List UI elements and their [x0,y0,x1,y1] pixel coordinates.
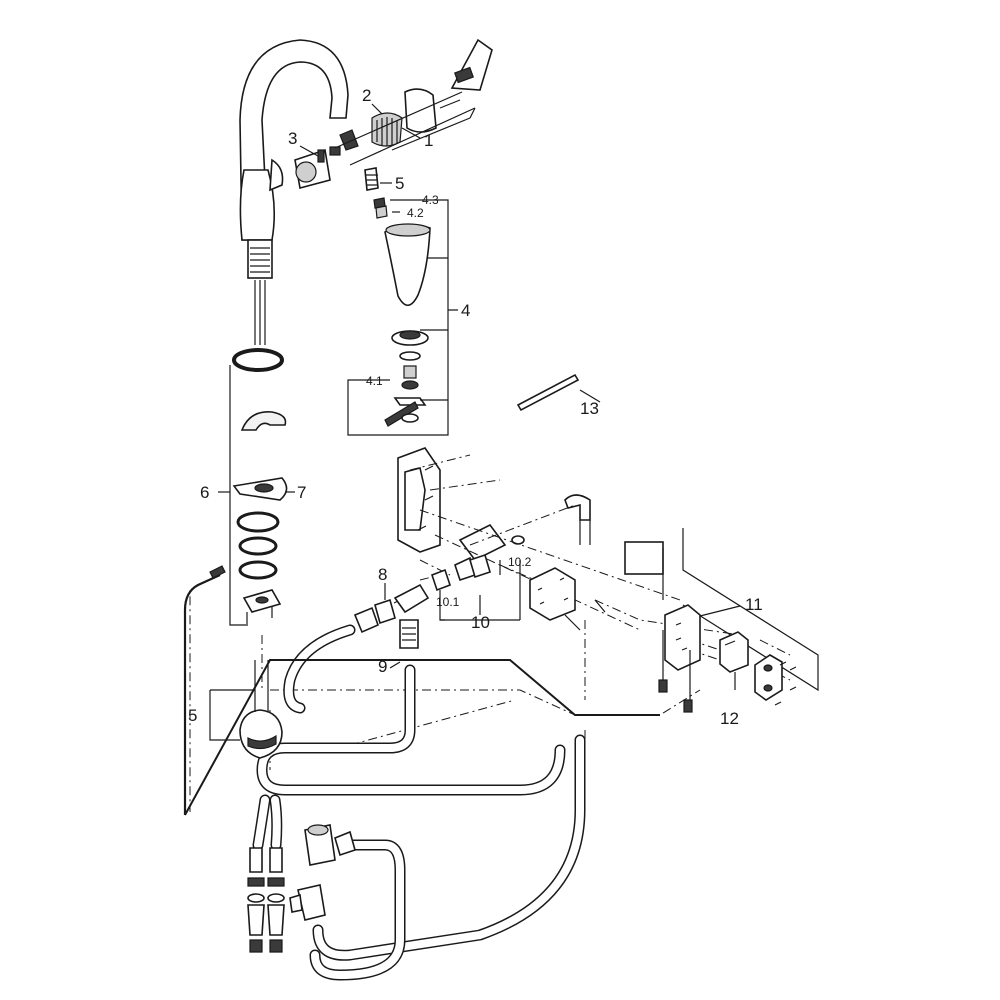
half-ring [240,411,287,431]
bracket-4 [347,199,449,436]
faucet-body [239,39,349,345]
long-cable [184,659,660,816]
callout-5-top: 5 [395,174,404,193]
check-valve-nut [334,830,356,857]
sticker-pad [624,541,664,575]
aerator-small [399,351,421,361]
controller-screws [564,599,606,631]
leader-13 [579,389,601,403]
pin-tool [516,373,580,412]
bracket-10 [440,560,521,621]
spray-head-top [385,223,431,237]
callout-9: 9 [378,657,387,676]
valve-block [458,523,507,562]
aerator-insert [403,365,417,379]
callout-4-2: 4.2 [407,206,424,220]
clamp-hole [254,483,274,493]
mounting-plate-hole [255,596,269,604]
callout-2: 2 [362,86,371,105]
callout-12: 12 [720,709,739,728]
fitting-5 [364,167,379,191]
wall-plate [754,654,783,701]
elbow-fitting [564,494,591,521]
callout-labels: 1 2 3 4 4.1 4.2 4.3 5 5 6 7 8 9 10 10.1 … [188,86,763,728]
spray-head [384,224,431,307]
callout-11: 11 [745,595,763,614]
mounting-screws [246,606,273,624]
battery-plug-1 [658,679,668,693]
elbow-pipe [579,520,591,545]
aerator-key [384,401,419,427]
wall-plate-screws [774,661,797,706]
callout-1: 1 [424,131,433,150]
callout-10-1: 10.1 [436,595,460,609]
o-ring [232,348,284,372]
tee-bottom [297,884,326,921]
aerator-cap [393,397,427,406]
callout-10-2: 10.2 [508,555,532,569]
tee-fitting [393,583,430,614]
sensor-cable [183,573,221,815]
callout-7: 7 [297,483,306,502]
leaders-4 [420,257,458,401]
module-12 [719,631,749,673]
connector-8 [374,598,396,625]
hoses [252,624,586,981]
nut-10-1 [430,568,452,592]
washer-1 [236,511,280,533]
callout-6: 6 [200,483,209,502]
callout-3: 3 [288,129,297,148]
supply-connectors [247,847,285,953]
aerator-washer [401,413,419,423]
cable-plug [209,565,226,579]
leader-9 [389,661,401,669]
callout-4-3: 4.3 [422,193,439,207]
callout-4: 4 [461,301,470,320]
callout-5-bottom: 5 [188,706,197,725]
spray-attachments [294,38,493,189]
callout-4-1: 4.1 [366,374,383,388]
callout-13: 13 [580,399,599,418]
bracket-5 [209,689,255,741]
callout-10: 10 [471,613,490,632]
battery-plug-2 [683,699,693,713]
aerator-ring [401,380,419,390]
battery-box [664,604,701,671]
callout-8: 8 [378,565,387,584]
controller-box [529,567,576,621]
washer-2 [238,536,278,556]
washer-3 [238,560,278,580]
fitting-4-2 [375,205,388,219]
bracket-6 [229,365,248,626]
